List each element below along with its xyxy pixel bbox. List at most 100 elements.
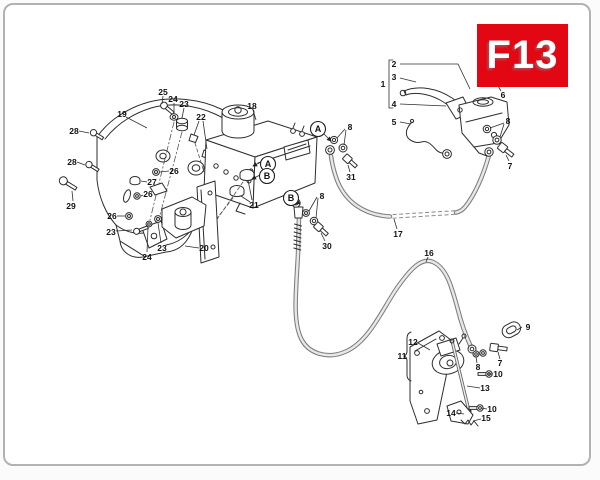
svg-text:5: 5	[392, 117, 397, 127]
svg-text:22: 22	[196, 112, 206, 122]
part-label-8: 8	[336, 122, 353, 146]
front-banjo-hardware-drawing	[482, 124, 515, 158]
part-label-14: 14	[446, 408, 465, 418]
part-label-18: 18	[247, 101, 257, 121]
svg-text:12: 12	[408, 337, 418, 347]
part-label-7: 7	[505, 154, 513, 171]
svg-text:31: 31	[346, 172, 356, 182]
svg-text:7: 7	[508, 161, 513, 171]
svg-text:26: 26	[143, 189, 153, 199]
svg-text:13: 13	[480, 383, 490, 393]
svg-text:10: 10	[493, 369, 503, 379]
svg-text:26: 26	[107, 211, 117, 221]
part-label-20: 20	[184, 243, 209, 253]
part-label-24: 24	[142, 227, 152, 262]
part-label-16: 16	[424, 248, 434, 263]
svg-text:20: 20	[199, 243, 209, 253]
svg-text:24: 24	[168, 94, 178, 104]
part-label-22: 22	[193, 112, 208, 150]
svg-text:4: 4	[392, 99, 397, 109]
part-label-23: 23	[179, 99, 189, 119]
svg-text:B: B	[288, 193, 295, 203]
svg-text:25: 25	[158, 87, 168, 97]
part-label-5: 5	[392, 117, 412, 127]
front-master-cylinder-drawing	[388, 59, 510, 157]
svg-text:14: 14	[446, 408, 456, 418]
part-label-1: 1	[381, 79, 386, 89]
svg-text:2: 2	[392, 59, 397, 69]
page-code-text: F13	[486, 33, 559, 77]
rear-caliper-drawing	[403, 321, 521, 427]
part-label-27: 27	[140, 177, 157, 187]
part-label-8: 8	[308, 191, 325, 219]
svg-text:8: 8	[476, 362, 481, 372]
svg-text:23: 23	[106, 227, 116, 237]
part-label-26: 26	[140, 189, 153, 199]
svg-text:23: 23	[179, 99, 189, 109]
lower-bracket-drawing	[125, 168, 220, 264]
part-label-13: 13	[466, 383, 490, 393]
part-label-10: 10	[487, 369, 503, 379]
svg-text:3: 3	[392, 72, 397, 82]
svg-text:16: 16	[424, 248, 434, 258]
svg-text:29: 29	[66, 201, 76, 211]
part-label-28: 28	[67, 157, 86, 167]
part-label-21: 21	[240, 179, 259, 210]
part-label-19: 19	[117, 109, 148, 129]
part-label-8: 8	[489, 116, 511, 138]
svg-text:6: 6	[501, 90, 506, 100]
part-label-4: 4	[392, 99, 447, 109]
part-label-3: 3	[392, 72, 417, 83]
assembly-marker-B: B	[282, 189, 301, 207]
part-label-10: 10	[480, 404, 497, 414]
svg-text:28: 28	[67, 157, 77, 167]
svg-text:23: 23	[157, 243, 167, 253]
part-label-8: 8	[475, 356, 481, 372]
part-label-23: 23	[157, 222, 167, 253]
part-label-9: 9	[516, 322, 531, 332]
svg-text:7: 7	[498, 358, 503, 368]
part-label-31: 31	[346, 164, 356, 182]
svg-text:11: 11	[398, 351, 407, 361]
svg-text:8: 8	[348, 122, 353, 132]
part-label-17: 17	[393, 218, 403, 239]
svg-text:18: 18	[247, 101, 257, 111]
part-label-30: 30	[320, 232, 332, 251]
assembly-marker-A: A	[309, 120, 332, 142]
part-label-2: 2	[392, 59, 471, 90]
svg-text:17: 17	[393, 229, 403, 239]
part-label-11: 11	[398, 351, 407, 361]
rear-brake-hose-drawing	[291, 198, 477, 358]
page-code-badge: F13	[477, 24, 568, 87]
svg-text:1: 1	[381, 79, 386, 89]
part-label-7: 7	[497, 351, 503, 368]
bracket-screws-drawing	[58, 129, 105, 191]
front-brake-hose-drawing	[325, 135, 492, 219]
part-label-26: 26	[159, 166, 179, 176]
part-label-25: 25	[158, 87, 168, 105]
svg-text:28: 28	[69, 126, 79, 136]
svg-text:30: 30	[322, 241, 332, 251]
svg-text:21: 21	[249, 200, 259, 210]
svg-text:27: 27	[147, 177, 157, 187]
svg-text:B: B	[264, 171, 271, 181]
part-label-24: 24	[168, 94, 178, 113]
svg-text:19: 19	[117, 109, 127, 119]
part-label-12: 12	[408, 337, 431, 351]
svg-text:10: 10	[487, 404, 497, 414]
part-label-23: 23	[106, 227, 133, 237]
svg-text:A: A	[315, 124, 322, 134]
svg-text:8: 8	[506, 116, 511, 126]
svg-text:26: 26	[169, 166, 179, 176]
svg-text:15: 15	[481, 413, 491, 423]
svg-text:A: A	[265, 159, 272, 169]
svg-text:9: 9	[526, 322, 531, 332]
part-label-15: 15	[472, 413, 491, 423]
svg-text:24: 24	[142, 252, 152, 262]
part-label-29: 29	[66, 190, 76, 211]
part-label-26: 26	[107, 211, 125, 221]
part-label-28: 28	[69, 126, 90, 136]
assembly-marker-B: B	[251, 167, 276, 185]
